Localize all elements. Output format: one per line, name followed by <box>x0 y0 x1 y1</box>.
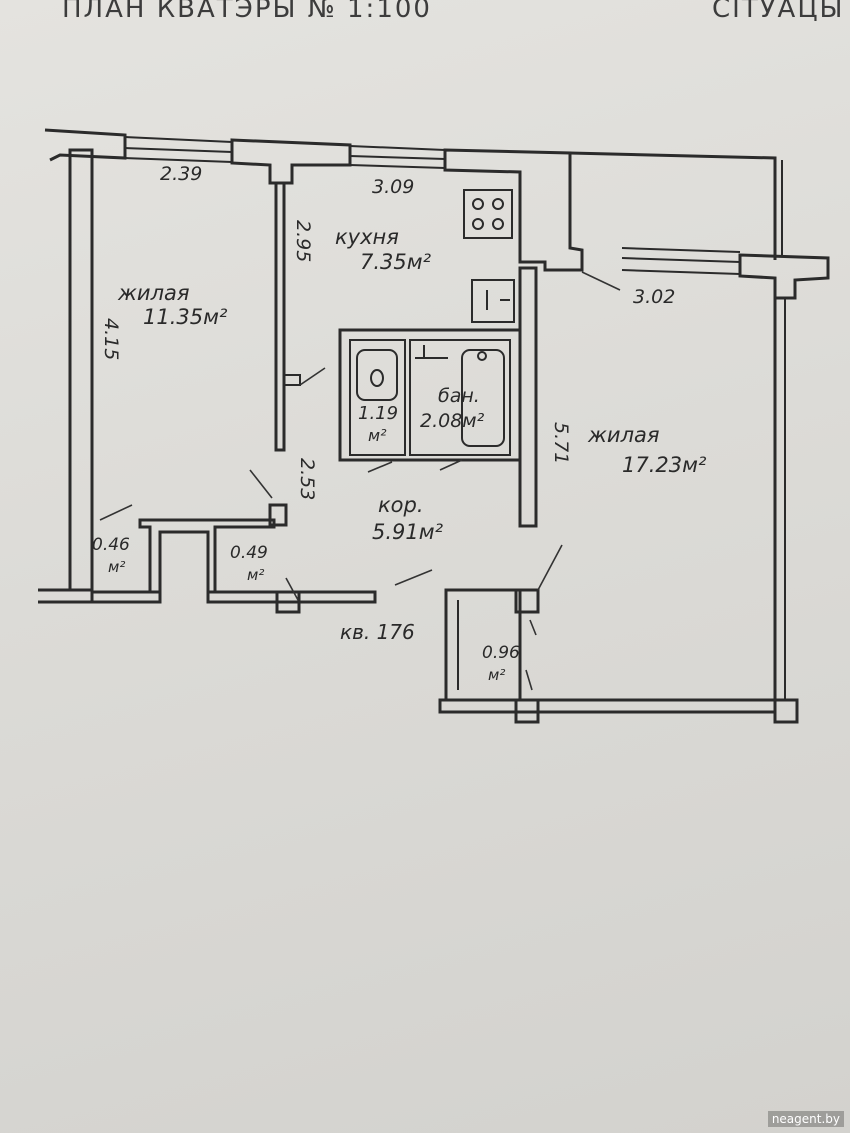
living1-area: 11.35м² <box>143 305 228 329</box>
dimension-4-15: 4.15 <box>100 318 122 361</box>
plan-title-right: СІТУАЦЫ <box>712 0 845 24</box>
living2-name: жилая <box>588 423 660 447</box>
kitchen-name: кухня <box>335 225 399 249</box>
bathroom-block <box>338 328 522 462</box>
top-wall <box>44 128 830 300</box>
dimension-5-71: 5.71 <box>550 422 572 465</box>
closet2-area: 0.49 <box>230 543 268 563</box>
bottom-wall <box>92 590 777 724</box>
kitchen-fixtures <box>463 189 515 323</box>
bath-area: 2.08м² <box>420 410 485 432</box>
closet3-unit: м² <box>488 666 506 684</box>
dimension-2-95: 2.95 <box>292 220 314 263</box>
dimension-2-39: 2.39 <box>160 163 203 185</box>
living2-area: 17.23м² <box>622 453 707 477</box>
dimension-3-02: 3.02 <box>633 286 676 308</box>
wc-area: 1.19 <box>358 403 399 424</box>
closet3-area: 0.96 <box>482 643 520 663</box>
apartment-number: кв. 176 <box>340 620 415 644</box>
closet-walls <box>138 503 540 702</box>
wc-unit: м² <box>368 426 387 445</box>
interior-wall-living2 <box>518 266 538 528</box>
corridor-area: 5.91м² <box>372 520 444 544</box>
outer-wall-left <box>38 148 94 604</box>
outer-wall-right <box>773 298 799 724</box>
corridor-name: кор. <box>378 493 424 517</box>
closet2-unit: м² <box>247 566 265 584</box>
closet1-area: 0.46 <box>92 535 130 555</box>
interior-wall-kitchen <box>274 183 301 452</box>
bath-name: бан. <box>438 385 480 407</box>
kitchen-area: 7.35м² <box>360 250 432 274</box>
dimension-3-09: 3.09 <box>372 176 415 198</box>
watermark: neagent.by <box>767 1111 844 1127</box>
dimension-2-53: 2.53 <box>296 458 318 501</box>
plan-title: ПЛАН КВАТЭРЫ № 1:100 <box>62 0 432 24</box>
living1-name: жилая <box>118 281 190 305</box>
closet1-unit: м² <box>108 558 126 576</box>
leader-lines <box>99 271 621 691</box>
